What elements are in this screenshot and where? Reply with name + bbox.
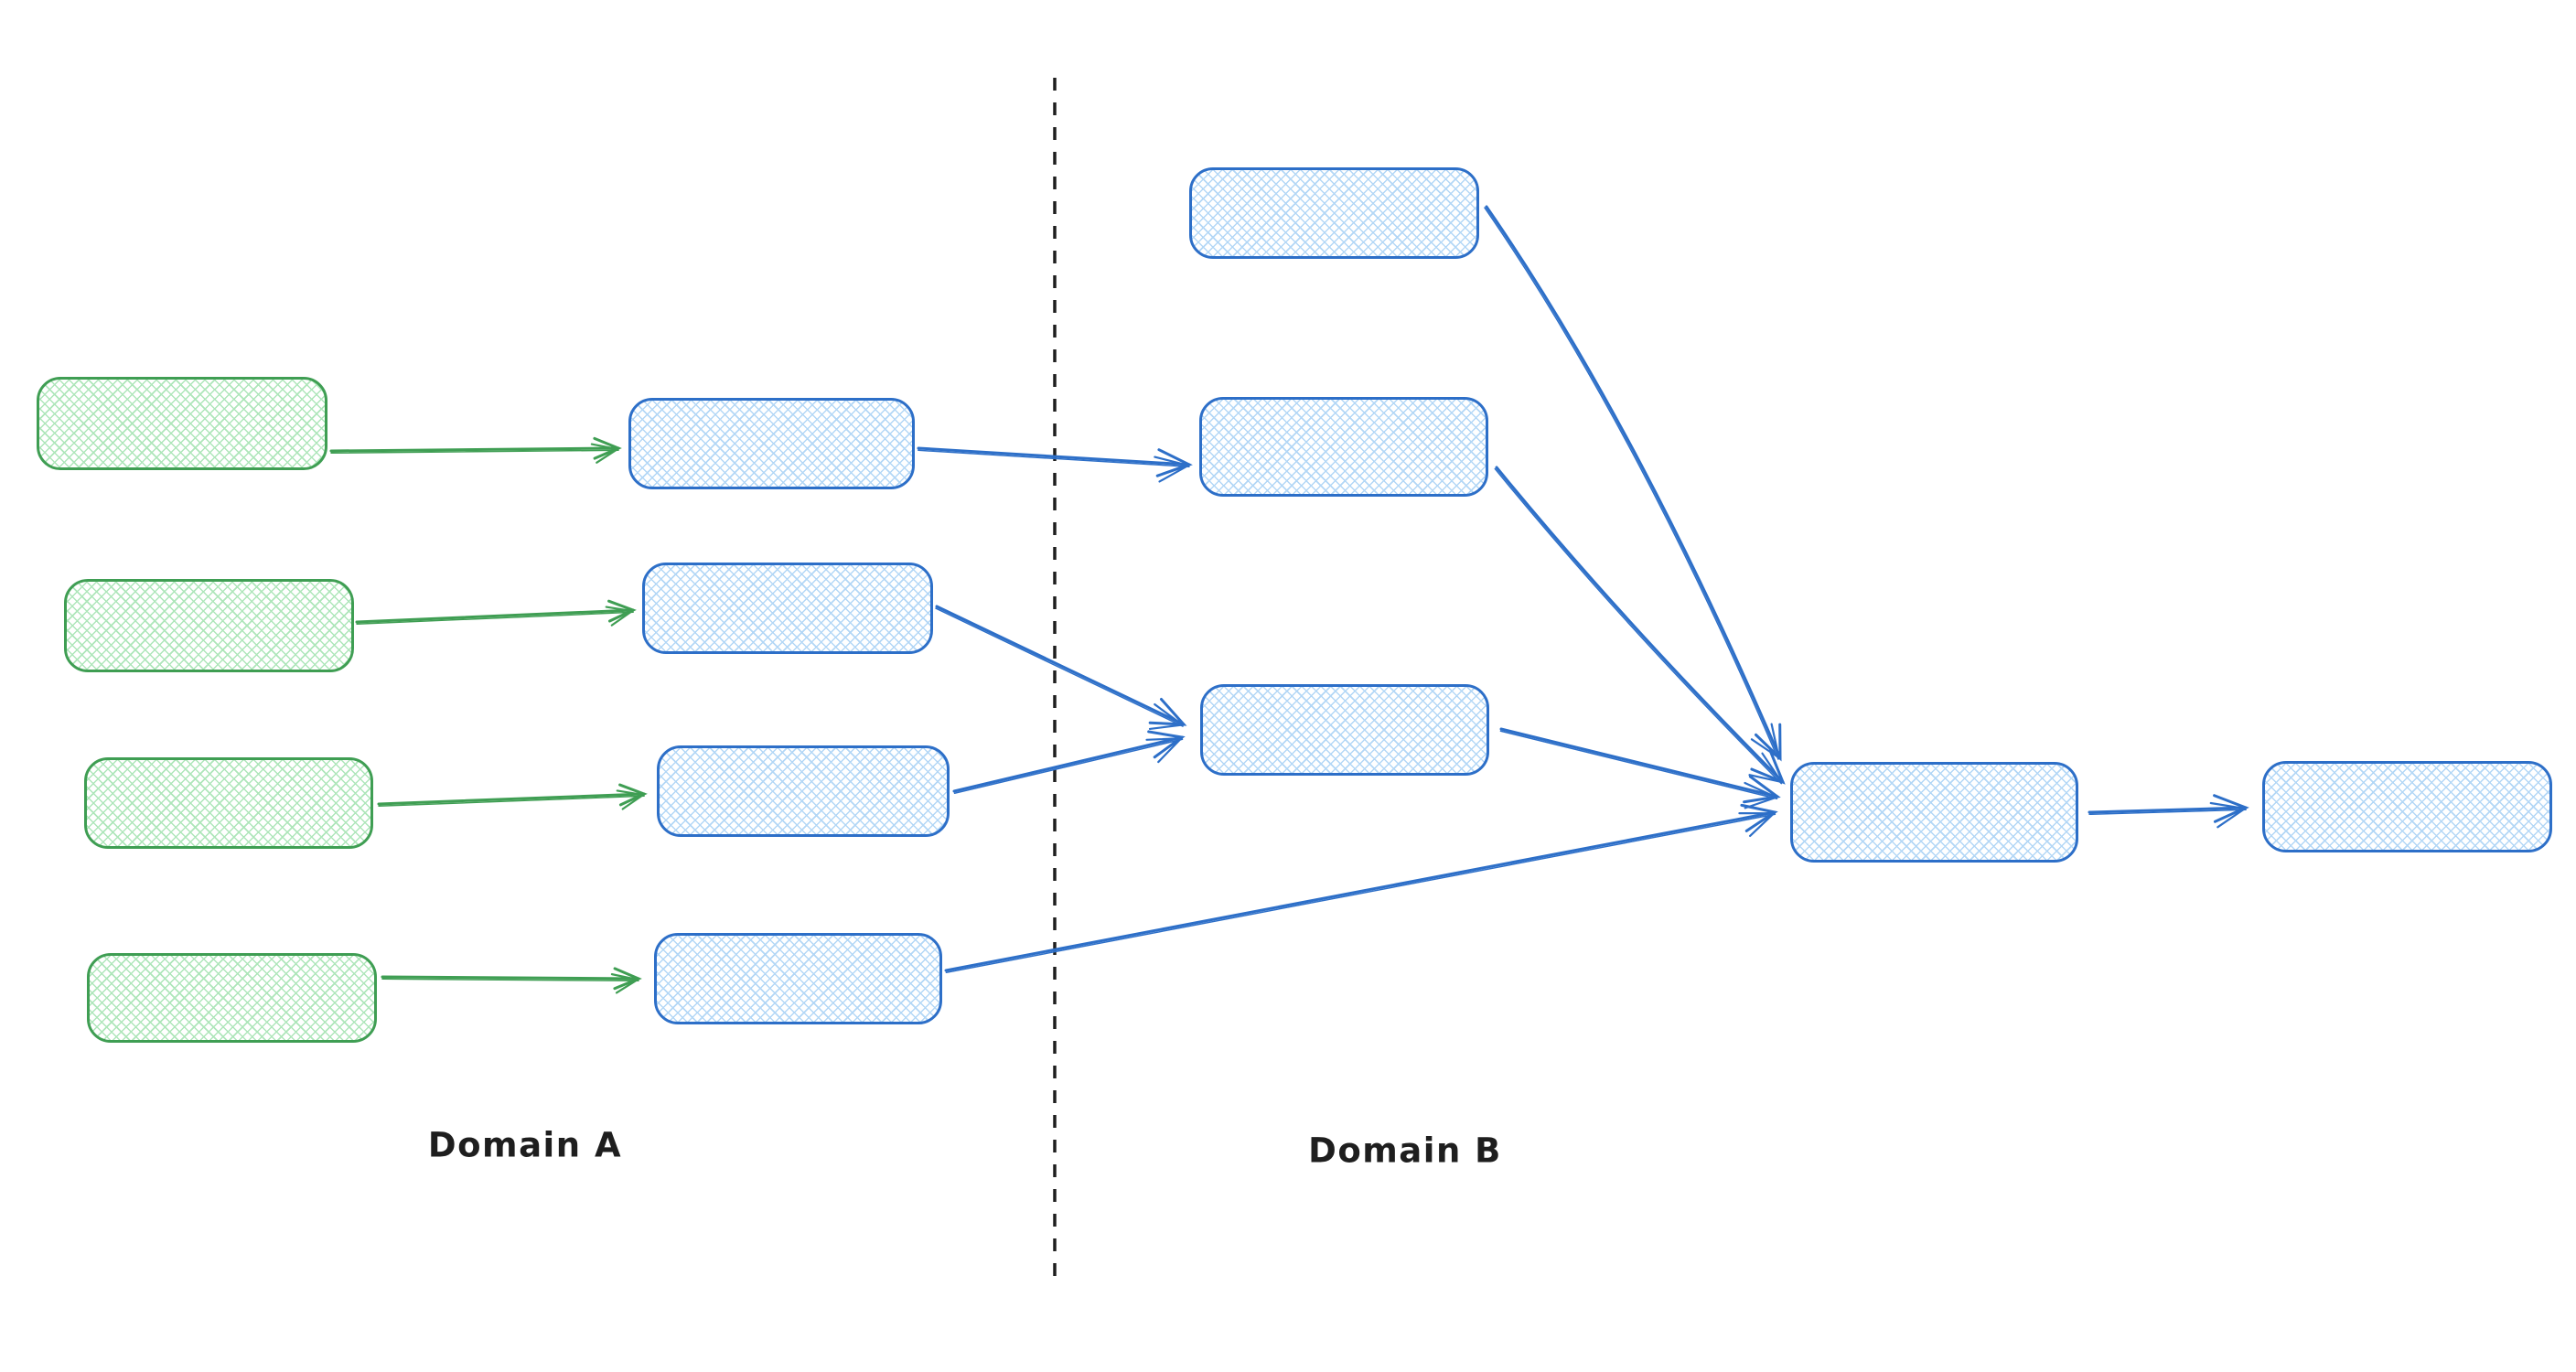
edge-sketch-a-node-2-to-b-stage-3: [935, 607, 1184, 727]
edge-a-source-2-to-a-node-2: [355, 599, 637, 627]
edge-b-stage-3-to-b-merge: [1499, 727, 1781, 809]
edge-sketch-a-source-4-to-a-node-4: [381, 978, 639, 982]
edge-a-node-2-to-b-stage-3: [935, 605, 1187, 731]
edge-a-source-4-to-a-node-4: [381, 967, 642, 994]
domain-b-label: Domain B: [1308, 1131, 1502, 1171]
domain-a-label: Domain A: [427, 1125, 623, 1165]
edge-b-stage-1-to-b-merge: [1485, 205, 1782, 762]
edge-sketch-a-node-3-to-b-stage-3: [953, 738, 1184, 794]
edge-sketch-a-node-4-to-b-merge: [945, 813, 1776, 974]
edge-a-node-3-to-b-stage-3: [952, 730, 1186, 793]
edge-sketch-a-source-3-to-a-node-3: [378, 795, 645, 808]
edge-sketch-b-stage-3-to-b-merge: [1499, 730, 1778, 799]
edge-sketch-b-stage-1-to-b-merge: [1484, 207, 1779, 760]
edge-a-node-4-to-b-merge: [944, 803, 1778, 972]
edge-a-source-1-to-a-node-1: [329, 436, 622, 464]
edge-sketch-b-stage-2-to-b-merge: [1494, 467, 1783, 785]
edge-sketch-a-node-1-to-b-stage-2: [918, 449, 1190, 468]
edge-sketch-a-source-2-to-a-node-2: [356, 611, 634, 626]
edge-a-node-1-to-b-stage-2: [917, 446, 1193, 483]
edge-b-stage-2-to-b-merge: [1495, 466, 1786, 785]
edge-b-merge-to-b-final: [2088, 794, 2249, 829]
edge-a-source-3-to-a-node-3: [377, 783, 648, 810]
edge-sketch-a-source-1-to-a-node-1: [330, 449, 619, 455]
